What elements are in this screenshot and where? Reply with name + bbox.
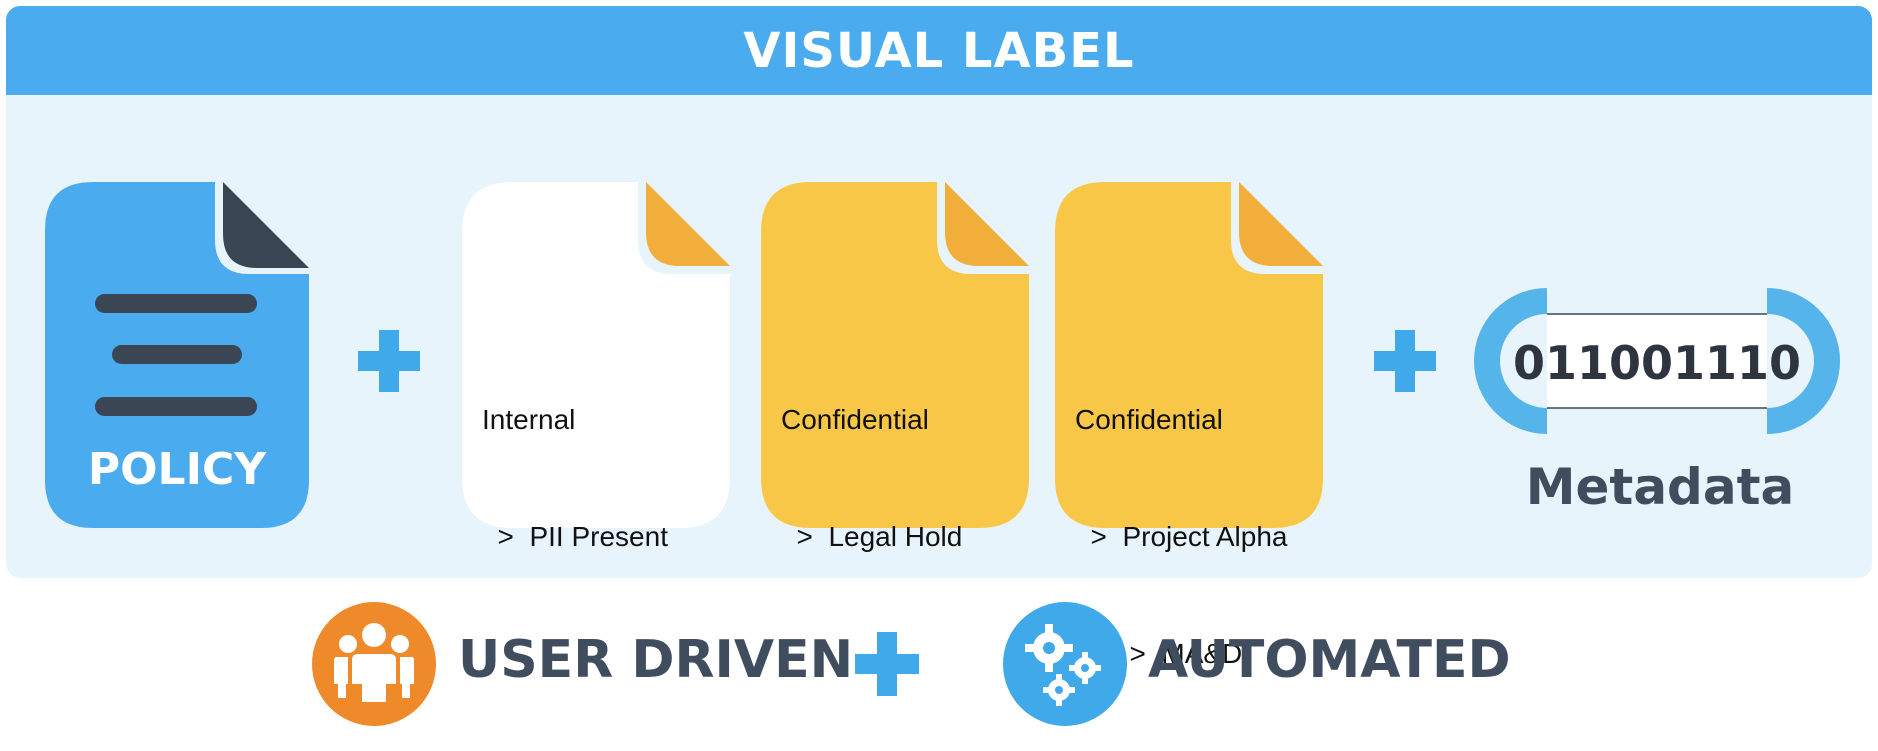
user-driven-label: USER DRIVEN [458,630,854,690]
header-title: VISUAL LABEL [743,22,1135,79]
label-document-internal: Internal > PII Present [462,182,730,552]
policy-text-line [112,345,242,364]
plus-icon [358,330,420,392]
label-line: Confidential [781,404,929,435]
policy-document-icon: POLICY [45,182,309,528]
header-banner: VISUAL LABEL [6,6,1872,95]
label-text: Internal > PII Present [482,322,668,634]
plus-icon [855,632,919,696]
policy-text-line [95,397,257,416]
label-line: > Project Alpha [1075,521,1288,552]
label-line: > MA&D [1075,638,1243,669]
binary-text: 011001110 [1513,336,1801,390]
plus-icon [1374,330,1436,392]
label-document-project-alpha: Confidential > Project Alpha > MA&D [1055,182,1323,669]
binary-chip-icon: 011001110 [1472,286,1842,436]
policy-text-line [95,294,257,313]
gears-icon [1003,602,1127,726]
label-line: > Legal Hold [781,521,963,552]
policy-title: POLICY [87,444,267,495]
label-line: Internal [482,404,576,435]
label-text: Confidential > Legal Hold [781,322,962,634]
label-line: Confidential [1075,404,1223,435]
label-document-legal-hold: Confidential > Legal Hold [761,182,1029,552]
label-text: Confidential > Project Alpha > MA&D [1075,322,1287,751]
metadata-title: Metadata [1525,458,1795,516]
users-icon [312,602,436,726]
automated-label: AUTOMATED [1148,630,1511,690]
label-line: > PII Present [482,521,668,552]
